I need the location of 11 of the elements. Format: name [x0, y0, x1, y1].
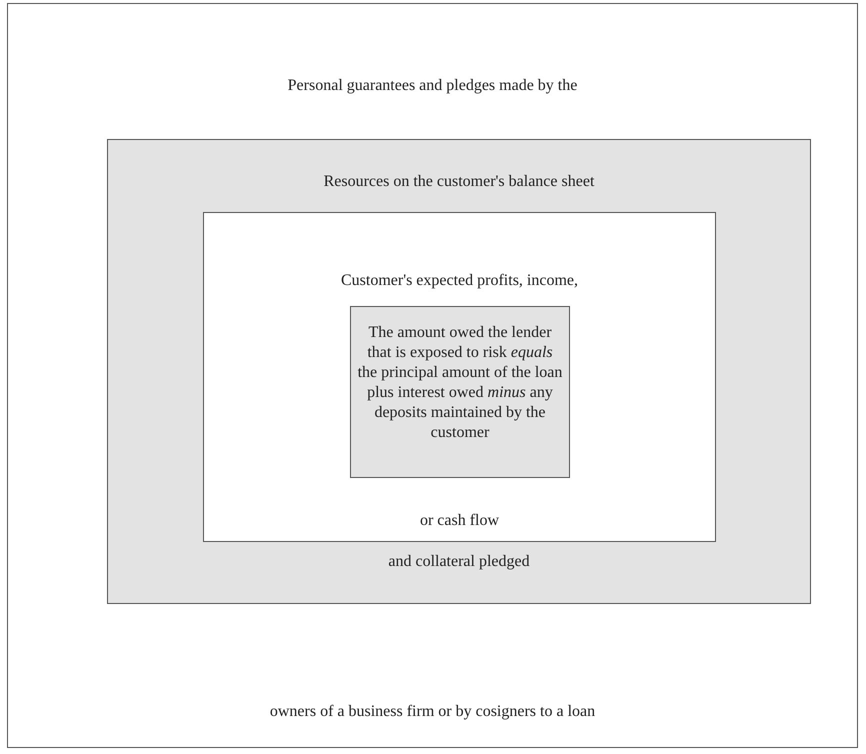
heading-text: Customer's expected profits, income,	[340, 271, 580, 291]
closing-text: and collateral pledged	[387, 552, 531, 572]
heading-text: Personal guarantees and pledges made by the	[286, 76, 578, 96]
shaded-box	[350, 306, 570, 478]
closing-text: or cash flow	[418, 511, 500, 531]
heading-text: Resources on the customer's balance sheet	[322, 172, 596, 192]
description-text: The amount owed the lender that is exposed to risk equals the principal amount of the loan plus interest owed minus any deposits maintained by the customer	[357, 323, 563, 443]
frame-box	[203, 212, 716, 542]
closing-text: owners of a business firm or by cosigners to a loan	[268, 702, 596, 722]
frame-box	[7, 3, 858, 748]
shaded-box	[107, 139, 811, 604]
